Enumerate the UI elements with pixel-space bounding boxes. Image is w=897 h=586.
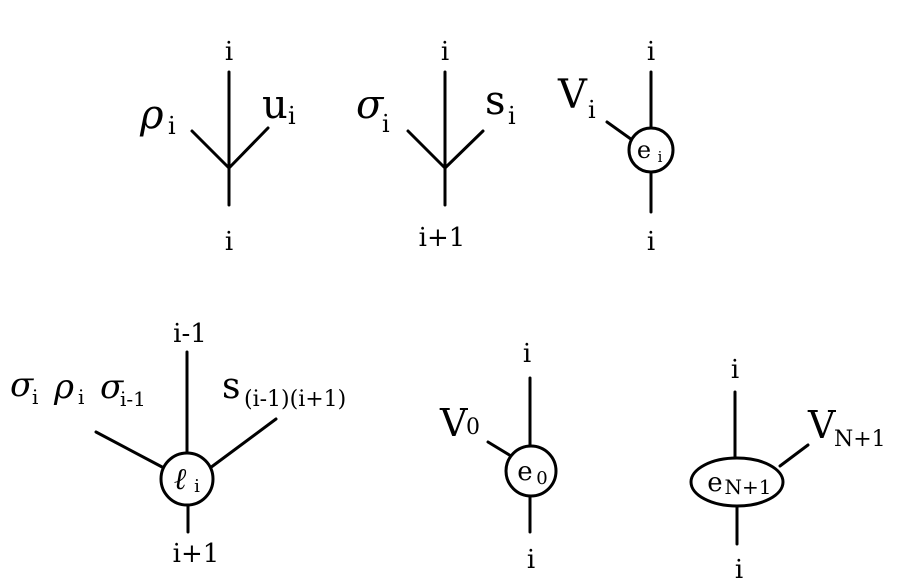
right-leg xyxy=(208,417,278,470)
side-leg xyxy=(486,440,513,458)
node-symbol: ℓ xyxy=(174,462,187,497)
bottom-index-label: i xyxy=(225,227,233,257)
top-index-label: i xyxy=(523,339,531,369)
rho-i-symbol: ρ xyxy=(53,367,74,407)
e-n-plus-1-node-diagram: e N+1 i i V N+1 xyxy=(689,355,886,585)
rho-subscript: i xyxy=(168,112,176,140)
top-index-label: i-1 xyxy=(173,319,207,349)
top-index-label: i xyxy=(647,37,655,67)
v-symbol: V xyxy=(557,72,588,118)
e-n-plus-1-node xyxy=(689,456,785,508)
s-subscript: i xyxy=(508,102,516,130)
node-symbol: e xyxy=(707,468,722,498)
sigma-i-minus-1-subscript: i-1 xyxy=(120,387,146,411)
v-subscript: 0 xyxy=(466,415,480,440)
rho-u-vertex-diagram: i i ρ i u i xyxy=(139,37,296,257)
bottom-index-label: i xyxy=(647,227,655,257)
node-subscript: i xyxy=(194,476,200,497)
l-i-node xyxy=(159,451,215,507)
s-subscript: (i-1)(i+1) xyxy=(244,387,346,412)
left-leg xyxy=(406,129,447,170)
sigma-i-subscript: i xyxy=(32,385,38,409)
e-i-node-diagram: e i i i V i xyxy=(557,37,675,257)
node-symbol: e xyxy=(637,136,651,164)
bottom-index-label: i xyxy=(735,555,743,585)
node-subscript: i xyxy=(658,148,663,166)
side-leg xyxy=(605,120,637,144)
sigma-i-minus-1-symbol: σ xyxy=(100,367,124,407)
sigma-subscript: i xyxy=(382,110,390,138)
left-leg xyxy=(94,430,166,470)
u-symbol: u xyxy=(262,82,288,128)
v-symbol: V xyxy=(807,403,836,447)
bottom-index-label: i xyxy=(527,545,535,575)
rho-symbol: ρ xyxy=(139,92,164,138)
sigma-symbol: σ xyxy=(356,82,385,128)
node-subscript: 0 xyxy=(536,468,547,489)
v-subscript: N+1 xyxy=(834,427,886,452)
e-i-node xyxy=(627,126,675,174)
top-index-label: i xyxy=(441,37,449,67)
side-leg xyxy=(778,443,810,468)
sigma-i-symbol: σ xyxy=(10,365,34,405)
u-subscript: i xyxy=(288,102,296,130)
bottom-index-label: i+1 xyxy=(173,539,220,569)
e-0-node xyxy=(504,444,558,498)
right-leg xyxy=(443,129,485,170)
left-leg xyxy=(190,129,231,170)
bottom-index-label: i+1 xyxy=(419,223,466,253)
l-i-node-diagram: ℓ i i-1 i+1 σ i ρ i σ i-1 s (i-1)(i+1) xyxy=(10,319,346,569)
s-symbol: s xyxy=(485,78,506,124)
top-index-label: i xyxy=(225,37,233,67)
v-symbol: V xyxy=(439,401,468,445)
s-symbol: s xyxy=(222,366,240,407)
e-0-node-diagram: e 0 i i V 0 xyxy=(439,339,558,575)
v-subscript: i xyxy=(588,96,596,124)
rho-i-subscript: i xyxy=(78,385,84,409)
sigma-s-vertex-diagram: i i+1 σ i s i xyxy=(356,37,516,253)
right-leg xyxy=(227,126,270,170)
node-subscript: N+1 xyxy=(725,475,772,499)
node-symbol: e xyxy=(517,457,532,487)
top-index-label: i xyxy=(731,355,739,385)
